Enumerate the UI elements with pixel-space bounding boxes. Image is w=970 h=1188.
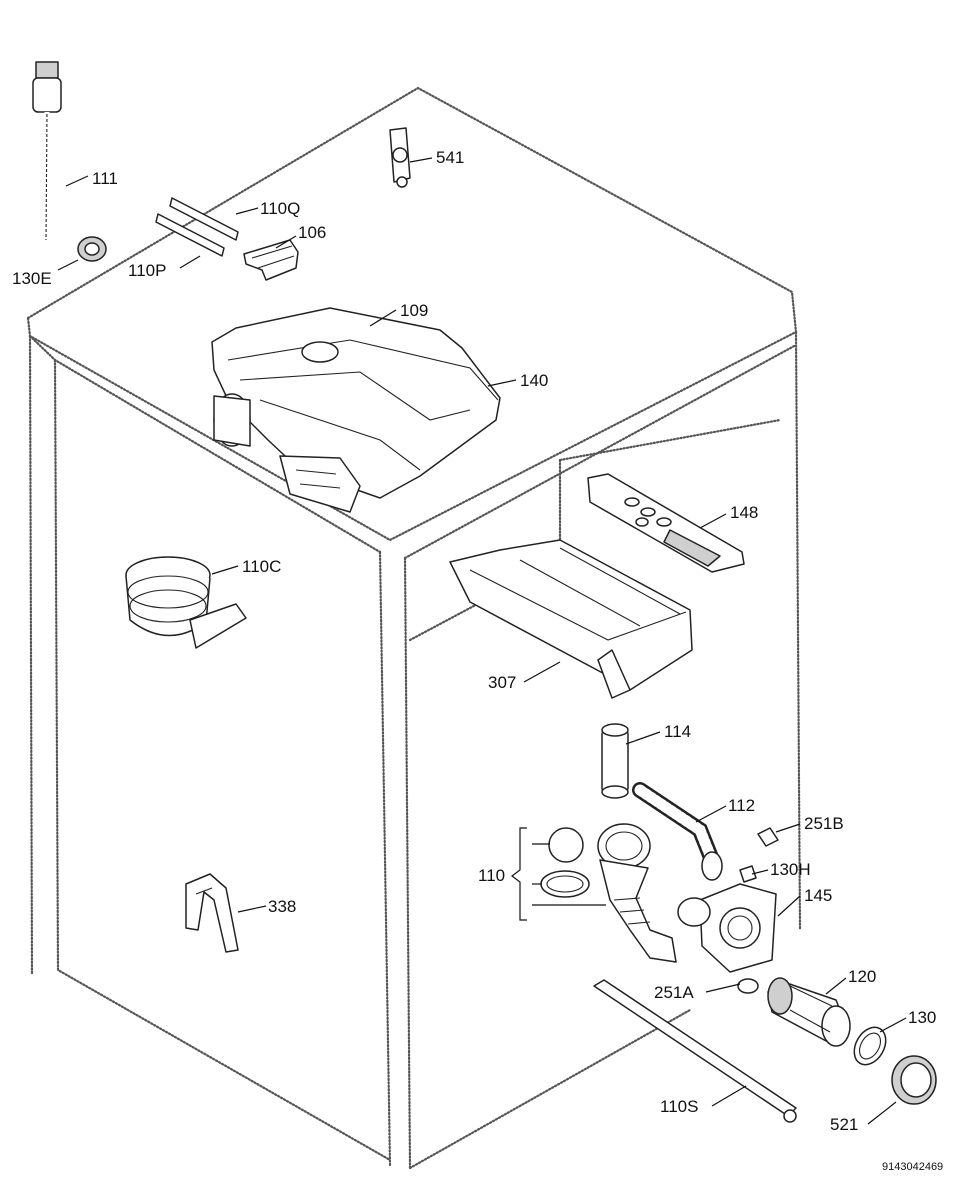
part-110S-rod: [593, 979, 797, 1123]
part-130-seal: [853, 1026, 887, 1066]
leader-lines: [57, 157, 907, 1125]
part-labels: 111 130E 110Q 110P 106 541 109 140 148 1…: [12, 148, 936, 1134]
label-110: 110: [478, 866, 505, 885]
label-111: 111: [92, 169, 118, 188]
label-110Q: 110Q: [260, 199, 300, 218]
label-120: 120: [848, 967, 876, 986]
label-521: 521: [830, 1115, 858, 1134]
label-110P: 110P: [128, 261, 166, 280]
label-145: 145: [804, 886, 832, 905]
label-110C: 110C: [242, 557, 281, 576]
part-145-pump: [677, 827, 779, 973]
part-110Q-110P-rods: [155, 197, 239, 257]
part-120-filter: [737, 977, 851, 1047]
cabinet-outline: [26, 86, 802, 1170]
label-112: 112: [728, 796, 755, 815]
document-number: 9143042469: [882, 1161, 943, 1173]
part-114-pipe: [601, 723, 629, 799]
bracket-110: [511, 827, 527, 921]
part-110-hose-assembly: [540, 823, 677, 963]
label-110S: 110S: [660, 1097, 698, 1116]
label-251B: 251B: [804, 814, 844, 833]
label-114: 114: [664, 722, 691, 741]
label-130E: 130E: [12, 269, 52, 288]
part-541-clip: [389, 127, 411, 188]
part-106-bracket: [243, 239, 299, 281]
part-111-inlet-hose: [32, 61, 62, 241]
part-148-lid: [587, 473, 745, 573]
part-521-cap: [891, 1055, 937, 1105]
label-541: 541: [436, 148, 464, 167]
part-112-hose: [632, 782, 720, 868]
part-307-drawer: [449, 539, 693, 699]
part-338-hose-guide: [185, 873, 239, 953]
part-110C-bellows: [125, 556, 247, 649]
part-130E-nut: [77, 236, 107, 262]
label-251A: 251A: [654, 983, 694, 1002]
label-307: 307: [488, 673, 516, 692]
part-109-140-dispenser-housing: [211, 307, 501, 513]
label-109: 109: [400, 301, 428, 320]
label-106: 106: [298, 223, 326, 242]
label-148: 148: [730, 503, 758, 522]
label-338: 338: [268, 897, 296, 916]
label-130: 130: [908, 1008, 936, 1027]
label-140: 140: [520, 371, 548, 390]
label-130H: 130H: [770, 860, 811, 879]
